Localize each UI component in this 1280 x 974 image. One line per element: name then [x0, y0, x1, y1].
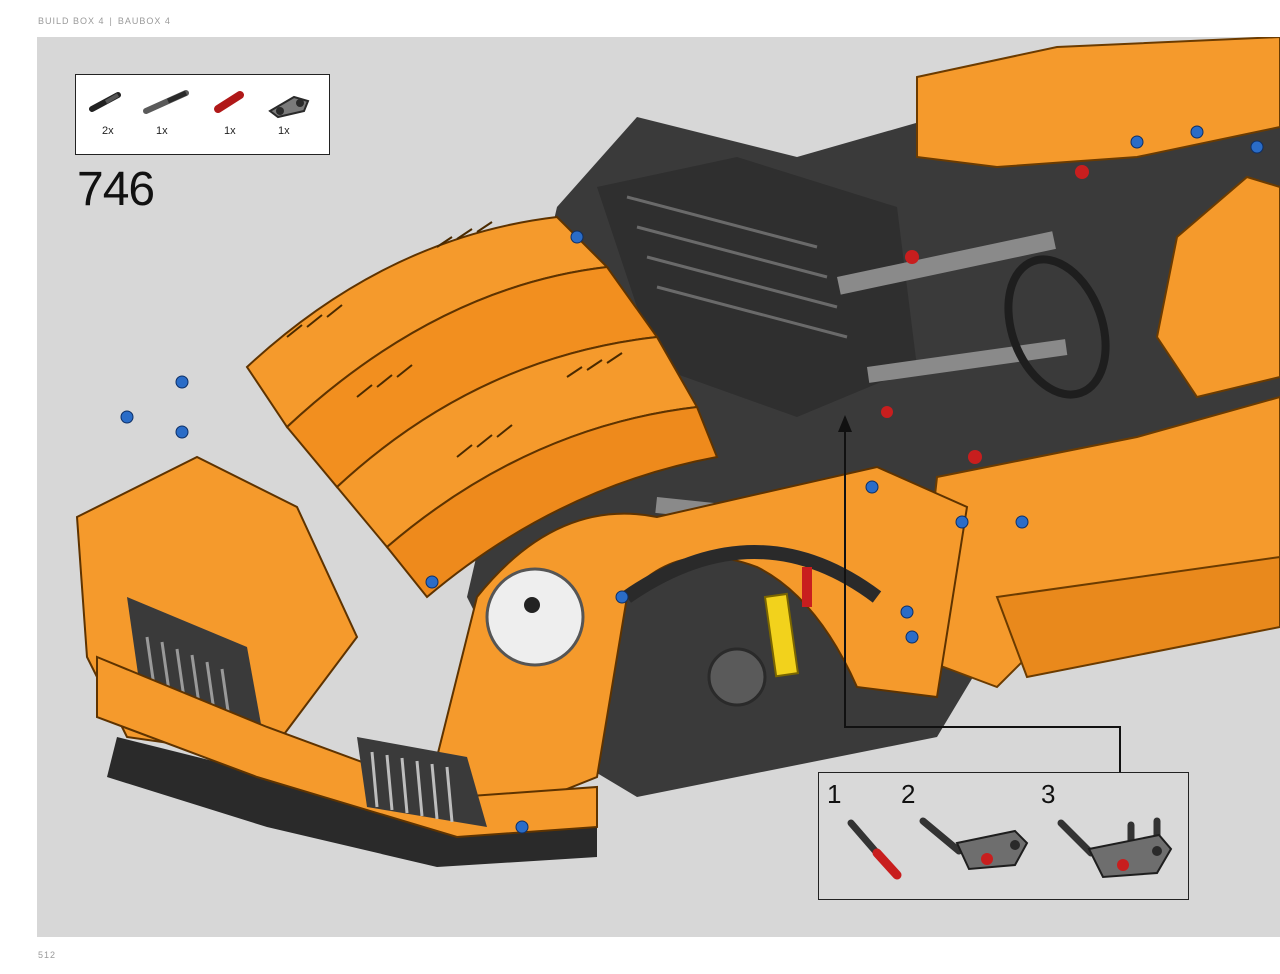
substep-3-parts [1057, 817, 1173, 879]
lower-grille-slats [370, 751, 454, 823]
part-qty-4: 1x [278, 125, 290, 137]
step-number: 746 [77, 163, 155, 216]
lower-grille [357, 737, 487, 827]
header-build-box: BUILD BOX 4 [38, 16, 105, 26]
wheel-arch [623, 545, 882, 603]
substep-label-1: 1 [827, 779, 842, 809]
front-right-fender [435, 465, 969, 819]
hood-panel-4 [385, 405, 719, 599]
header-baubox: BAUBOX 4 [117, 16, 171, 26]
page-header: BUILD BOX 4 | BAUBOX 4 [38, 16, 171, 26]
header-separator: | [109, 16, 113, 26]
blue-pins [120, 125, 1264, 834]
part-qty-3: 1x [224, 125, 236, 137]
substep-illustration [847, 817, 1173, 880]
part-qty-2: 1x [156, 125, 168, 137]
shock-red [802, 567, 812, 607]
red-pins [881, 165, 1089, 464]
headlight [485, 567, 585, 667]
hub-assembly [707, 647, 767, 707]
rear-body-orange [916, 37, 1280, 169]
door-sill-orange [995, 555, 1280, 679]
part-slot-2: 1x [142, 87, 192, 147]
substep-1-parts [847, 819, 902, 880]
seat-orange [1155, 175, 1280, 399]
front-bumper-orange [96, 655, 598, 839]
page-number: 512 [38, 950, 57, 960]
axle-red-icon [214, 91, 244, 113]
callout-line [844, 417, 1121, 772]
substep-label-2: 2 [901, 779, 916, 809]
substep-label-3: 3 [1041, 779, 1056, 809]
steering-wheel [1004, 255, 1110, 399]
callout-arrowhead [838, 415, 852, 432]
car-model-illustration [75, 37, 1280, 867]
axle-pin-black-icon [89, 92, 121, 112]
hood-vents [286, 221, 623, 458]
instruction-panel: 2x 1x 1x 1x 746 1 2 3 [37, 37, 1280, 937]
subassembly-box: 1 2 3 [818, 772, 1189, 900]
parts-list-box: 2x 1x 1x 1x [75, 74, 330, 155]
headlight-bulb [524, 597, 540, 613]
yellow-beam [763, 592, 800, 678]
part-slot-1: 2x [88, 87, 138, 147]
part-slot-3: 1x [210, 87, 260, 147]
beam-connector-gray-icon [268, 95, 310, 119]
part-slot-4: 1x [264, 87, 314, 147]
grille-slats [145, 636, 234, 740]
part-qty-1: 2x [102, 125, 114, 137]
engine-detail-lines [626, 195, 848, 339]
substep-2-parts [919, 817, 1029, 871]
axle-pin-gray-icon [143, 90, 189, 114]
